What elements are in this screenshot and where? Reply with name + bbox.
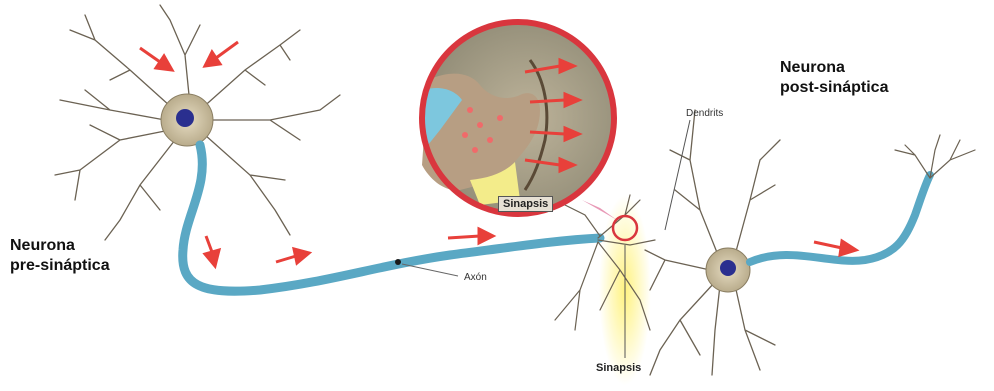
axon-leader [402, 264, 458, 276]
post-neuron-label-line2: post-sináptica [780, 78, 888, 97]
synapse-inset-label: Sinapsis [498, 196, 553, 212]
pre-neuron-nucleus [176, 109, 194, 127]
axon-marker [395, 259, 401, 265]
axon-label: Axón [464, 272, 487, 283]
dendrits-label: Dendrits [686, 108, 723, 119]
post-neuron-nucleus [720, 260, 736, 276]
post-axon-terminals [895, 135, 975, 178]
post-neuron-dendrites [645, 110, 780, 375]
dendrits-leader [665, 120, 690, 230]
synapse-bottom-label: Sinapsis [596, 362, 641, 374]
pre-neuron-label-line2: pre-sináptica [10, 256, 110, 275]
pre-neuron-label-line1: Neurona [10, 236, 75, 255]
post-neuron-label-line1: Neurona [780, 58, 845, 77]
